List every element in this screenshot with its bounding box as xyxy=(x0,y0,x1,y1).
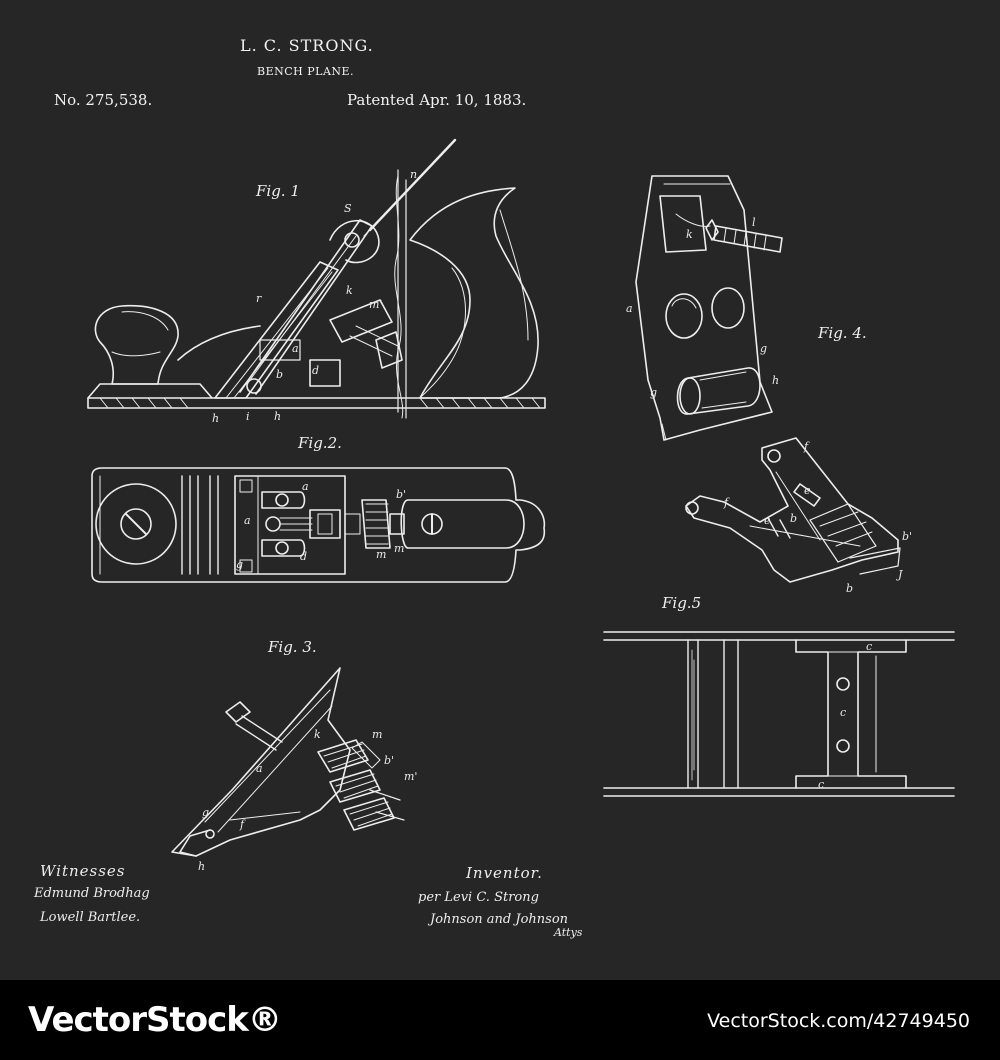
svg-text:m': m' xyxy=(404,770,417,783)
svg-text:d: d xyxy=(300,550,307,563)
svg-text:c: c xyxy=(866,640,872,653)
fig4-label: Fig. 4. xyxy=(818,324,867,342)
svg-text:b': b' xyxy=(396,488,406,501)
patent-sheet: n S r k m' a d b h i h a a d b' m m g k … xyxy=(0,0,1000,980)
svg-text:c: c xyxy=(840,706,846,719)
stock-footer: VectorStock® VectorStock.com/42749450 xyxy=(0,980,1000,1060)
svg-text:k: k xyxy=(314,728,321,741)
fig4b-drawing xyxy=(686,438,900,582)
svg-text:n: n xyxy=(410,168,417,181)
svg-text:b': b' xyxy=(902,530,912,543)
witness-signature-1: Edmund Brodhag xyxy=(34,886,150,901)
svg-text:a: a xyxy=(302,480,309,493)
svg-text:J: J xyxy=(896,568,903,581)
fig2-drawing xyxy=(92,468,544,582)
svg-text:k: k xyxy=(346,284,353,297)
stock-id: VectorStock.com/42749450 xyxy=(707,1010,970,1032)
svg-text:m: m xyxy=(376,548,386,561)
brand-logo: VectorStock® xyxy=(28,1000,281,1040)
fig4-drawing xyxy=(636,176,782,440)
inventor-heading: Inventor. xyxy=(466,864,543,882)
svg-text:e: e xyxy=(764,514,771,527)
svg-text:S: S xyxy=(344,202,352,215)
svg-text:m': m' xyxy=(369,298,382,311)
svg-text:f: f xyxy=(239,818,246,831)
svg-text:h: h xyxy=(274,410,281,423)
svg-text:a: a xyxy=(626,302,633,315)
attys-label: Attys xyxy=(554,926,582,939)
svg-text:b: b xyxy=(276,368,283,381)
svg-text:d: d xyxy=(312,364,319,377)
svg-text:b: b xyxy=(790,512,797,525)
inventor-name: L. C. STRONG. xyxy=(240,36,374,55)
svg-text:i: i xyxy=(246,410,250,423)
svg-text:a: a xyxy=(256,762,263,775)
fig5-drawing xyxy=(604,632,954,796)
svg-text:b: b xyxy=(846,582,853,595)
svg-text:h: h xyxy=(772,374,779,387)
svg-text:b': b' xyxy=(384,754,394,767)
fig2-label: Fig.2. xyxy=(298,434,342,452)
svg-text:l: l xyxy=(752,216,756,229)
fig1-label: Fig. 1 xyxy=(256,182,300,200)
svg-text:h: h xyxy=(212,412,219,425)
patent-line-art: n S r k m' a d b h i h a a d b' m m g k … xyxy=(0,0,1000,980)
fig5-label: Fig.5 xyxy=(662,594,701,612)
svg-text:g: g xyxy=(760,342,767,355)
witness-signature-2: Lowell Bartlee. xyxy=(40,910,140,925)
fig3-drawing xyxy=(172,668,404,856)
svg-text:e: e xyxy=(804,484,811,497)
svg-text:h: h xyxy=(198,860,205,873)
svg-text:g: g xyxy=(650,386,657,399)
svg-text:c: c xyxy=(818,778,824,791)
attorneys-signature: Johnson and Johnson xyxy=(430,912,568,927)
svg-text:f: f xyxy=(803,440,810,453)
svg-text:f: f xyxy=(723,496,730,509)
svg-text:k: k xyxy=(686,228,693,241)
part-letters: n S r k m' a d b h i h a a d b' m m g k … xyxy=(198,168,912,873)
patent-date: Patented Apr. 10, 1883. xyxy=(347,91,526,109)
inventor-signature: per Levi C. Strong xyxy=(418,890,539,905)
svg-text:a: a xyxy=(292,342,299,355)
svg-text:r: r xyxy=(256,292,262,305)
svg-text:g: g xyxy=(202,806,209,819)
svg-text:m: m xyxy=(372,728,382,741)
svg-text:g: g xyxy=(236,558,243,571)
svg-text:m: m xyxy=(394,542,404,555)
witnesses-heading: Witnesses xyxy=(40,862,126,880)
invention-title: BENCH PLANE. xyxy=(257,65,354,78)
patent-number: No. 275,538. xyxy=(54,91,152,109)
fig3-label: Fig. 3. xyxy=(268,638,317,656)
svg-text:a: a xyxy=(244,514,251,527)
